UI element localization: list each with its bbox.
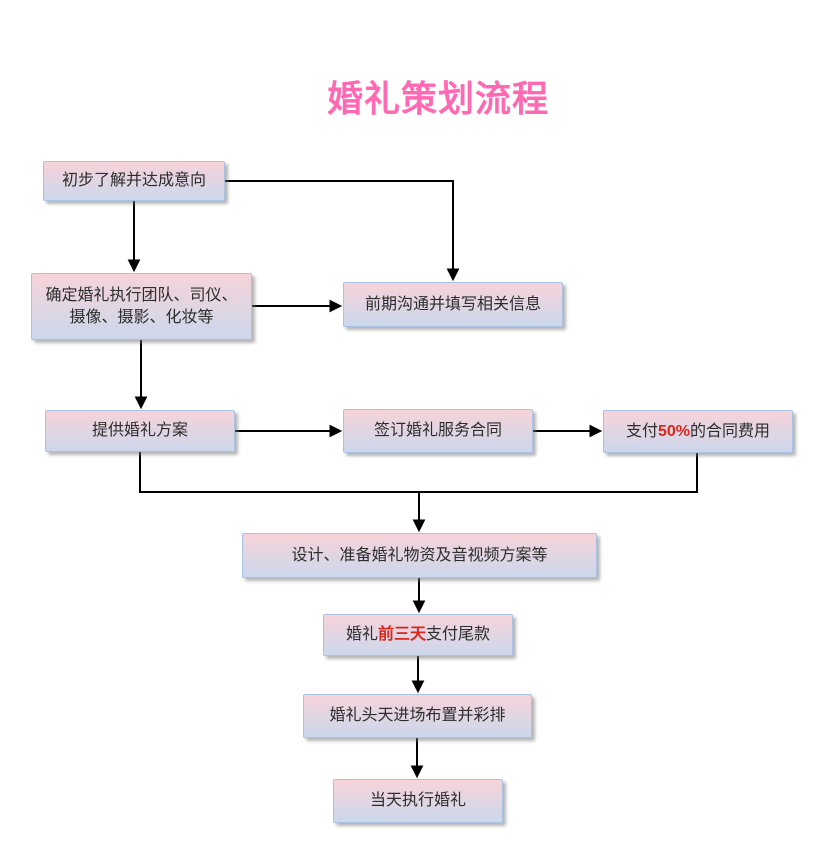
node-label: 设计、准备婚礼物资及音视频方案等 <box>291 546 548 564</box>
connector-start-to-communication <box>225 180 460 282</box>
node-setup-rehearsal: 婚礼头天进场布置并彩排 <box>303 694 532 738</box>
node-label-post: 支付尾款 <box>426 626 491 643</box>
node-label-pre: 支付 <box>625 422 658 440</box>
connector-merge-rail <box>139 452 698 493</box>
node-label: 提供婚礼方案 <box>91 422 188 439</box>
node-label-highlight: 前三天 <box>377 626 426 643</box>
node-pay-balance: 婚礼前三天支付尾款 <box>323 614 513 656</box>
node-label: 签订婚礼服务合同 <box>373 422 502 439</box>
node-label: 初步了解并达成意向 <box>61 172 206 189</box>
node-design-prepare: 设计、准备婚礼物资及音视频方案等 <box>242 533 597 578</box>
node-label-post: 的合同费用 <box>690 422 771 440</box>
node-early-communication: 前期沟通并填写相关信息 <box>343 282 563 327</box>
node-label: 当天执行婚礼 <box>369 792 466 809</box>
node-execute-wedding: 当天执行婚礼 <box>333 779 503 823</box>
node-initial-agreement: 初步了解并达成意向 <box>43 161 225 201</box>
node-confirm-team: 确定婚礼执行团队、司仪、 摄像、摄影、化妆等 <box>31 273 252 340</box>
node-label: 婚礼前三天支付尾款 <box>346 624 490 646</box>
node-label-line2: 摄像、摄影、化妆等 <box>69 308 214 326</box>
node-provide-plan: 提供婚礼方案 <box>45 410 235 452</box>
node-label: 支付50%的合同费用 <box>626 421 770 443</box>
node-sign-contract: 签订婚礼服务合同 <box>343 409 533 453</box>
node-label: 婚礼头天进场布置并彩排 <box>329 707 506 724</box>
node-label-line1: 确定婚礼执行团队、司仪、 <box>45 286 238 304</box>
node-label: 前期沟通并填写相关信息 <box>364 295 541 313</box>
node-label-pre: 婚礼 <box>345 626 378 643</box>
page-title: 婚礼策划流程 <box>326 78 549 119</box>
node-pay-deposit: 支付50%的合同费用 <box>603 410 793 453</box>
node-label-highlight: 50% <box>657 422 691 440</box>
